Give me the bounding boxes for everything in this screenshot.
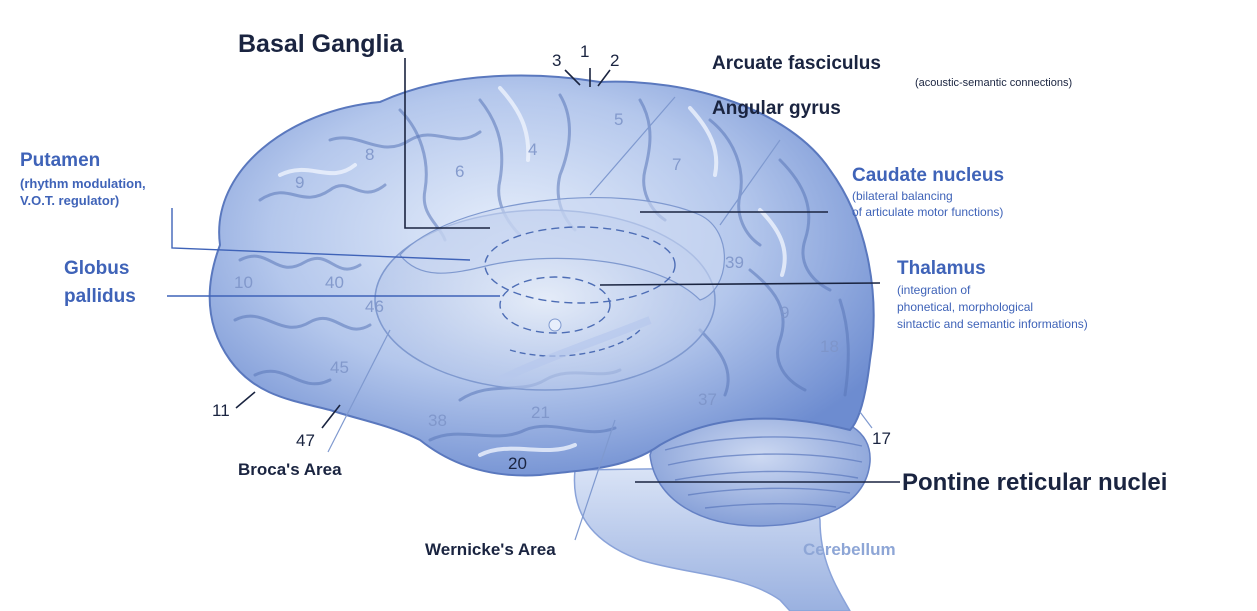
area-number-21: 21 bbox=[531, 403, 550, 422]
area-number-47: 47 bbox=[296, 431, 315, 450]
area-number-6: 6 bbox=[455, 162, 464, 181]
note-arcuate-fasciculus: (acoustic-semantic connections) bbox=[915, 77, 1072, 89]
note-caudate-2: of articulate motor functions) bbox=[852, 205, 1003, 219]
area-number-9-posterior: 9 bbox=[780, 303, 789, 322]
area-number-4: 4 bbox=[528, 140, 537, 159]
area-number-37: 37 bbox=[698, 390, 717, 409]
area-number-39: 39 bbox=[725, 253, 744, 272]
area-number-17: 17 bbox=[872, 429, 891, 448]
area-number-8: 8 bbox=[365, 145, 374, 164]
area-number-2: 2 bbox=[610, 51, 619, 70]
label-arcuate-fasciculus: Arcuate fasciculus bbox=[712, 53, 881, 74]
label-globus-pallidus-2: pallidus bbox=[64, 286, 136, 307]
label-wernickes-area: Wernicke's Area bbox=[425, 540, 556, 559]
note-caudate-1: (bilateral balancing bbox=[852, 189, 953, 203]
area-number-20: 20 bbox=[508, 454, 527, 473]
title-basal-ganglia: Basal Ganglia bbox=[238, 30, 404, 58]
area-number-1: 1 bbox=[580, 42, 589, 61]
area-number-46: 46 bbox=[365, 297, 384, 316]
area-number-45: 45 bbox=[330, 358, 349, 377]
area-number-38: 38 bbox=[428, 411, 447, 430]
area-number-9: 9 bbox=[295, 173, 304, 192]
label-pontine-reticular-nuclei: Pontine reticular nuclei bbox=[902, 469, 1167, 496]
label-thalamus: Thalamus bbox=[897, 258, 986, 279]
area-number-3: 3 bbox=[552, 51, 561, 70]
label-brocas-area: Broca's Area bbox=[238, 460, 342, 479]
label-globus-pallidus-1: Globus bbox=[64, 258, 129, 279]
label-cerebellum: Cerebellum bbox=[803, 540, 896, 559]
note-thalamus-2: phonetical, morphological bbox=[897, 300, 1033, 314]
area-number-11: 11 bbox=[212, 401, 230, 420]
note-thalamus-1: (integration of bbox=[897, 283, 971, 297]
label-caudate-nucleus: Caudate nucleus bbox=[852, 165, 1004, 186]
note-thalamus-3: sintactic and semantic informations) bbox=[897, 317, 1088, 331]
label-angular-gyrus: Angular gyrus bbox=[712, 98, 841, 119]
label-putamen: Putamen bbox=[20, 150, 100, 171]
area-number-40: 40 bbox=[325, 273, 344, 292]
area-number-7: 7 bbox=[672, 155, 681, 174]
area-number-5: 5 bbox=[614, 110, 623, 129]
area-number-10: 10 bbox=[234, 273, 253, 292]
note-putamen-2: V.O.T. regulator) bbox=[20, 193, 119, 208]
note-putamen-1: (rhythm modulation, bbox=[20, 176, 146, 191]
area-number-18: 18 bbox=[820, 337, 839, 356]
